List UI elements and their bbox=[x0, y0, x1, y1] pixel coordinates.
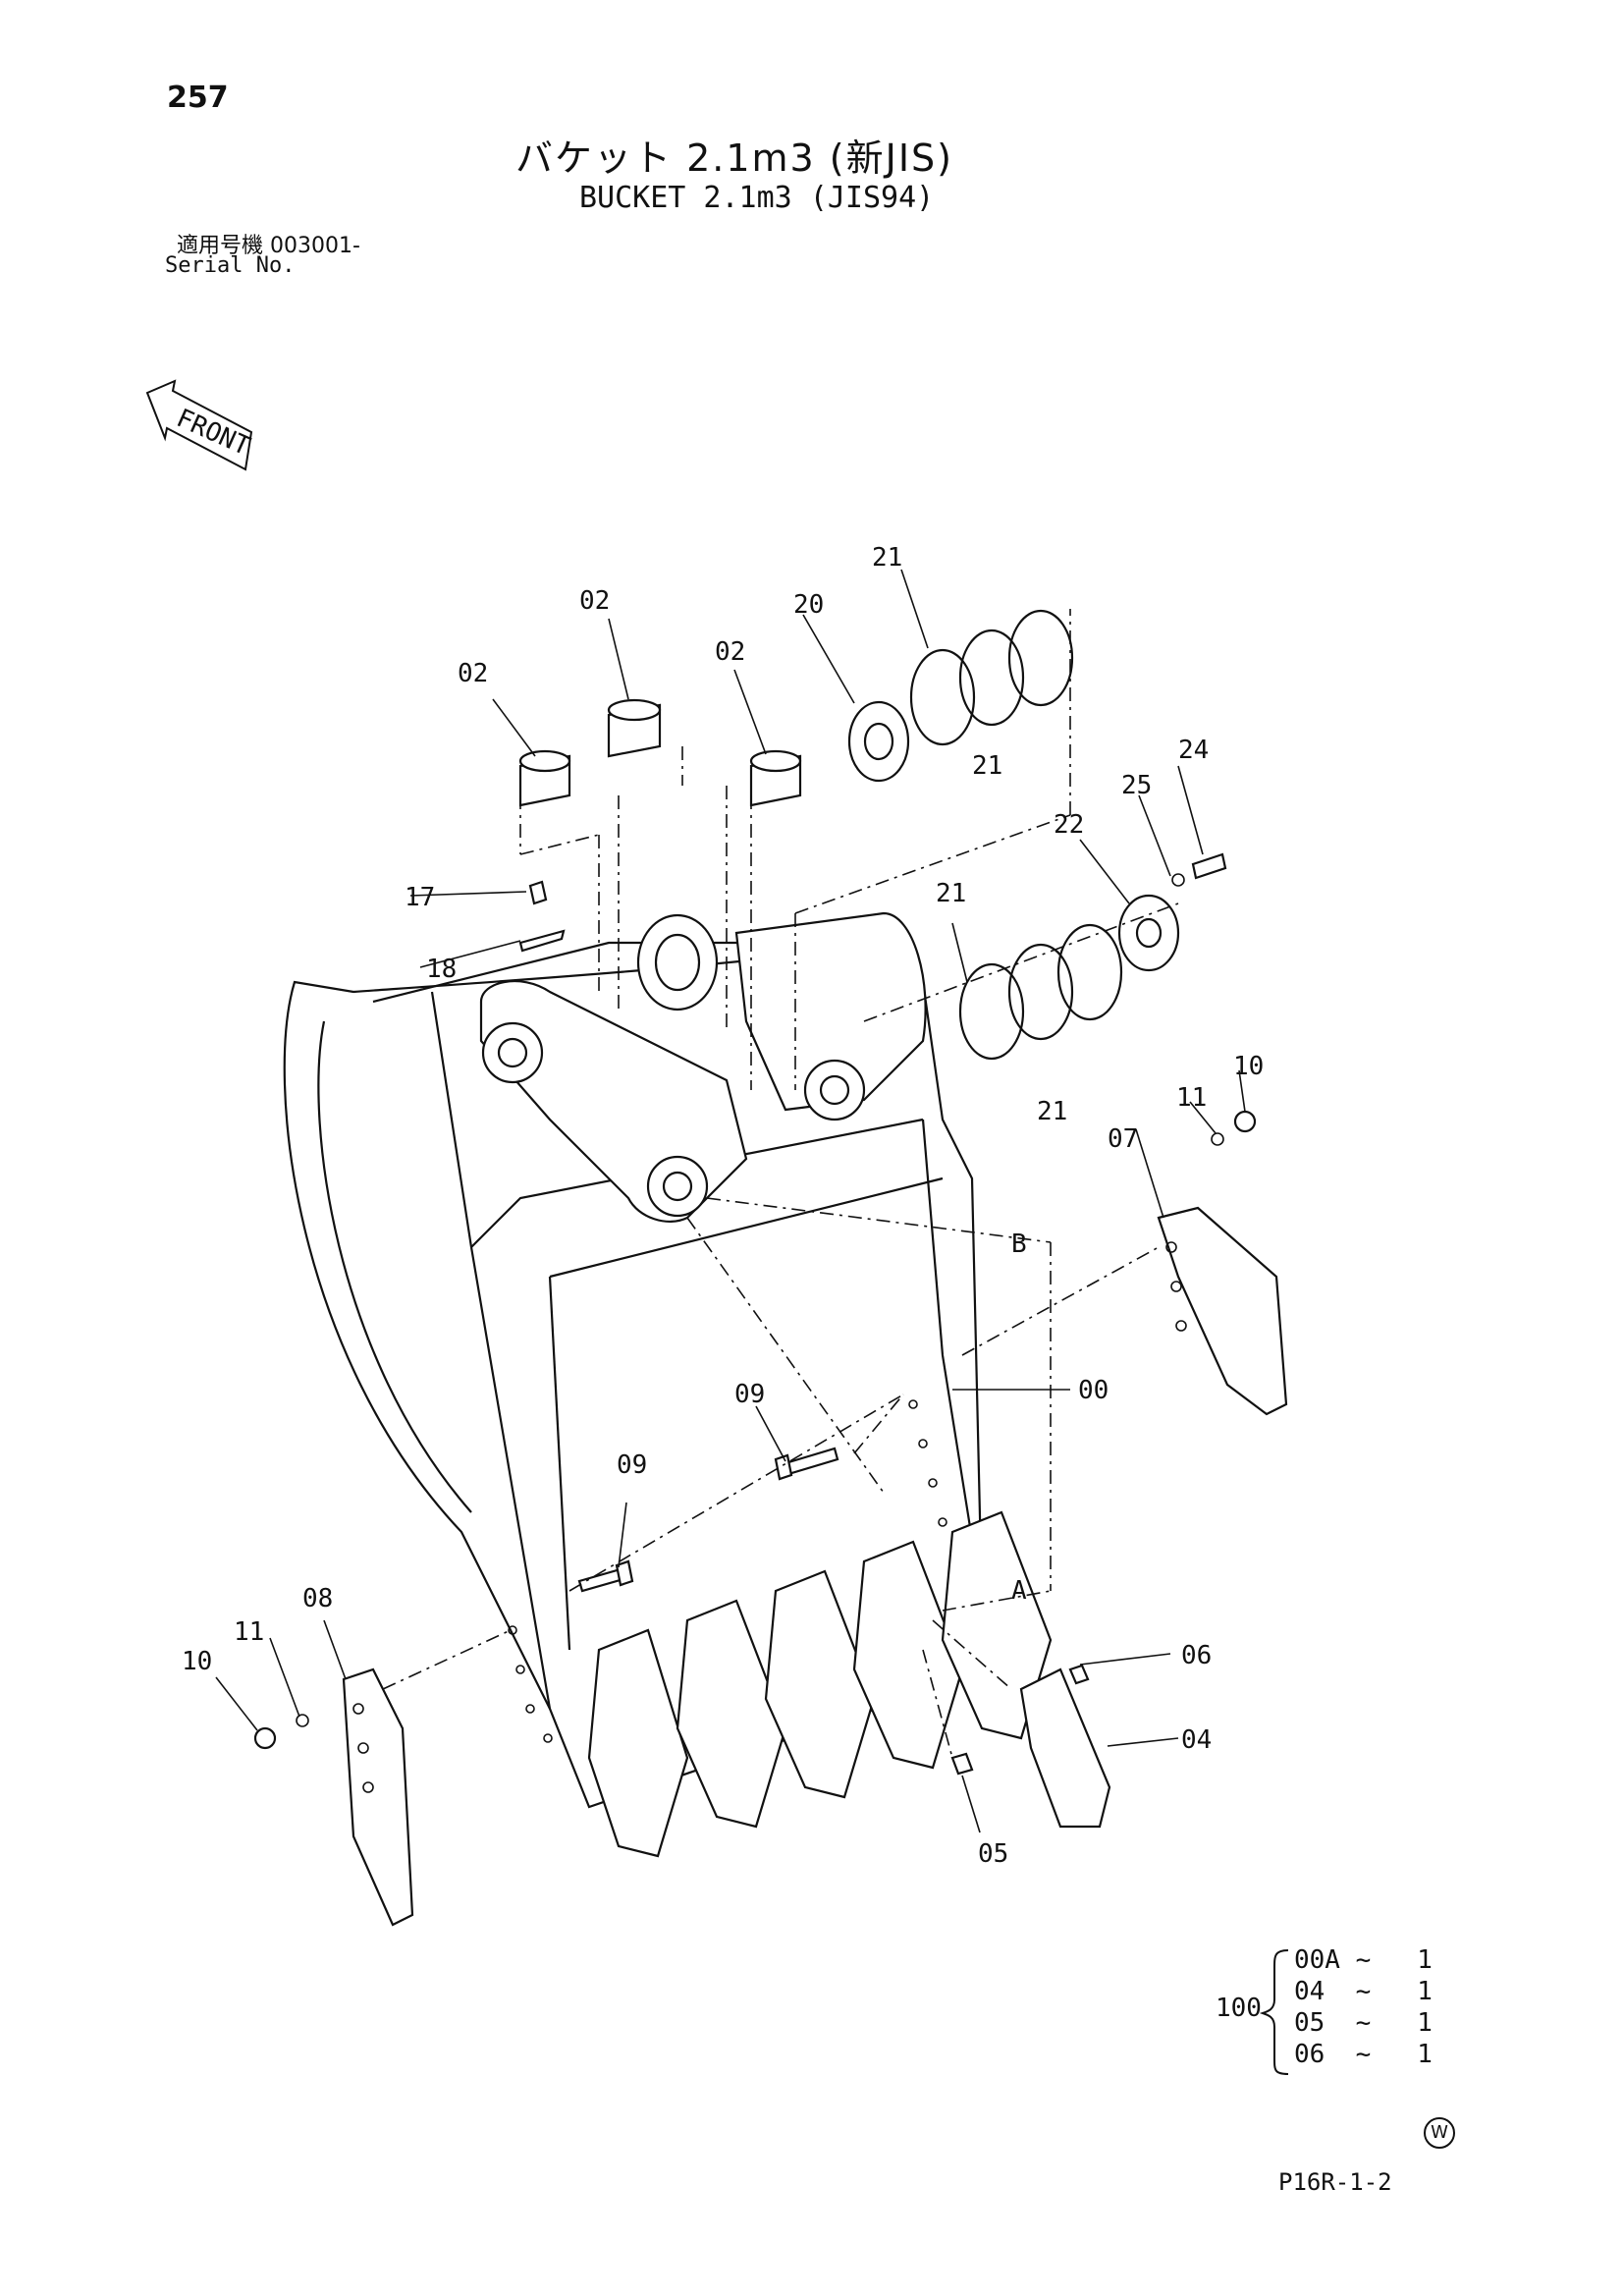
title-english: BUCKET 2.1m3 (JIS94) bbox=[579, 181, 935, 215]
part-label-21: 21 bbox=[936, 879, 966, 908]
kit-row: 06 ~ 1 bbox=[1294, 2040, 1433, 2069]
part-label-09: 09 bbox=[734, 1380, 765, 1409]
part-number-labels: 00 02 02 02 04 05 06 07 08 09 09 10 10 1… bbox=[182, 543, 1264, 1869]
part-label-21: 21 bbox=[1037, 1097, 1067, 1126]
drawing-code: P16R-1-2 bbox=[1278, 2168, 1392, 2196]
kit-brace bbox=[1259, 1949, 1289, 2075]
part-label-17: 17 bbox=[405, 883, 435, 912]
part-label-07: 07 bbox=[1108, 1124, 1138, 1154]
part-label-02: 02 bbox=[715, 637, 745, 667]
front-arrow-icon: FRONT bbox=[145, 379, 254, 471]
page-number: 257 bbox=[167, 81, 229, 115]
part-label-24: 24 bbox=[1178, 736, 1209, 765]
part-label-11: 11 bbox=[1176, 1083, 1207, 1113]
part-label-09: 09 bbox=[617, 1450, 647, 1480]
part-label-08: 08 bbox=[302, 1584, 333, 1613]
part-label-02: 02 bbox=[458, 659, 488, 688]
part-label-20: 20 bbox=[793, 590, 824, 620]
side-cutter-parts bbox=[342, 1206, 1288, 1927]
part-label-18: 18 bbox=[426, 955, 457, 984]
kit-components-list: 00A ~ 1 04 ~ 1 05 ~ 1 06 ~ 1 bbox=[1294, 1944, 1433, 2070]
kit-row: 04 ~ 1 bbox=[1294, 1977, 1433, 2006]
title-japanese: バケット 2.1m3 (新JIS) bbox=[515, 137, 953, 180]
part-label-10: 10 bbox=[1233, 1052, 1264, 1081]
serial-label-japanese: 適用号機 003001- bbox=[177, 234, 360, 258]
serial-label-english: Serial No. bbox=[165, 253, 296, 278]
part-label-04: 04 bbox=[1181, 1725, 1212, 1755]
hardware-parts bbox=[253, 880, 1257, 1829]
part-label-00: 00 bbox=[1078, 1376, 1109, 1405]
w-mark-icon: W bbox=[1424, 2117, 1455, 2149]
part-label-22: 22 bbox=[1054, 810, 1084, 840]
part-label-21: 21 bbox=[872, 543, 902, 573]
kit-row: 05 ~ 1 bbox=[1294, 2008, 1433, 2038]
reference-label-a: A bbox=[1011, 1576, 1027, 1606]
bushing-parts bbox=[518, 698, 802, 807]
part-label-11: 11 bbox=[234, 1617, 264, 1647]
reference-label-b: B bbox=[1011, 1230, 1027, 1259]
part-label-10: 10 bbox=[182, 1647, 212, 1676]
part-label-21: 21 bbox=[972, 751, 1002, 781]
bucket-teeth bbox=[587, 1510, 1053, 1858]
shim-and-flange-parts bbox=[847, 609, 1227, 1061]
part-label-25: 25 bbox=[1121, 771, 1152, 800]
kit-row: 00A ~ 1 bbox=[1294, 1945, 1433, 1975]
bucket-body bbox=[283, 911, 994, 1809]
leader-lines bbox=[215, 569, 1246, 1833]
kit-number: 100 bbox=[1216, 1994, 1262, 2023]
part-label-05: 05 bbox=[978, 1839, 1008, 1869]
part-label-06: 06 bbox=[1181, 1641, 1212, 1670]
part-label-02: 02 bbox=[579, 586, 610, 616]
